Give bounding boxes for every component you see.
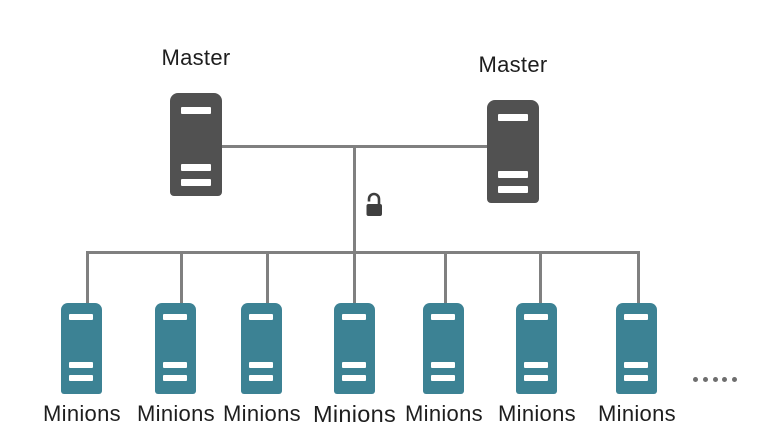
server-tower-icon xyxy=(487,100,539,203)
server-slot-bar xyxy=(431,362,456,368)
master-label: Master xyxy=(161,45,231,70)
server-slot-bar xyxy=(498,186,528,193)
server-slot-bar xyxy=(249,314,274,320)
master-label: Master xyxy=(478,52,548,77)
minion-node-1: Minions xyxy=(43,303,121,427)
server-slot-bar xyxy=(163,362,188,368)
server-slot-bar xyxy=(69,314,94,320)
server-slot-bar xyxy=(181,107,211,114)
server-slot-bar xyxy=(498,114,528,121)
server-slot-bar xyxy=(342,314,367,320)
master-node-1: Master xyxy=(136,45,256,196)
connector-drop-7 xyxy=(637,251,640,303)
minion-node-7: Minions xyxy=(598,303,676,427)
server-slot-bar xyxy=(69,375,94,381)
server-tower-icon xyxy=(616,303,658,394)
minion-label: Minions xyxy=(598,401,676,426)
server-tower-icon xyxy=(423,303,465,394)
server-tower-icon xyxy=(61,303,103,394)
connector-drop-6 xyxy=(539,251,542,303)
ellipsis-dot xyxy=(693,377,698,382)
minion-label: Minions xyxy=(43,401,121,426)
minion-label: Minions xyxy=(405,401,483,426)
minion-node-5: Minions xyxy=(405,303,483,427)
server-slot-bar xyxy=(624,362,649,368)
server-slot-bar xyxy=(249,362,274,368)
connector-drop-1 xyxy=(86,251,89,303)
ellipsis-dot xyxy=(712,377,718,382)
server-slot-bar xyxy=(181,164,211,171)
ellipsis-dot xyxy=(722,377,728,382)
server-tower-icon xyxy=(334,303,376,394)
connector-drop-3 xyxy=(266,251,269,303)
master-node-2: Master xyxy=(453,52,573,203)
open-padlock-icon xyxy=(366,192,382,216)
connector-minion-bus xyxy=(86,251,640,254)
server-tower-icon xyxy=(170,93,222,196)
server-slot-bar xyxy=(524,362,549,368)
server-slot-bar xyxy=(498,171,528,178)
server-slot-bar xyxy=(163,375,188,381)
server-slot-bar xyxy=(342,375,367,381)
server-slot-bar xyxy=(69,362,94,368)
server-slot-bar xyxy=(524,314,549,320)
server-slot-bar xyxy=(624,375,649,381)
minion-node-4: Minions xyxy=(313,303,396,427)
minion-node-3: Minions xyxy=(223,303,301,427)
minion-label: Minions xyxy=(498,401,576,426)
minion-label: Minions xyxy=(313,401,397,427)
server-slot-bar xyxy=(431,375,456,381)
server-slot-bar xyxy=(342,362,367,368)
connector-drop-2 xyxy=(180,251,183,303)
server-tower-icon xyxy=(241,303,283,394)
server-tower-icon xyxy=(516,303,558,394)
minion-label: Minions xyxy=(137,401,215,426)
server-slot-bar xyxy=(524,375,549,381)
connector-trunk xyxy=(353,145,356,303)
ellipsis-dot xyxy=(732,377,738,382)
server-slot-bar xyxy=(249,375,274,381)
minion-label: Minions xyxy=(223,401,301,426)
minion-node-2: Minions xyxy=(137,303,215,427)
server-slot-bar xyxy=(624,314,649,320)
server-tower-icon xyxy=(155,303,197,394)
server-slot-bar xyxy=(163,314,188,320)
ellipsis-dot xyxy=(702,377,708,382)
ellipsis-dots-icon xyxy=(693,377,738,382)
connector-drop-5 xyxy=(444,251,447,303)
minion-node-6: Minions xyxy=(498,303,576,427)
server-slot-bar xyxy=(181,179,211,186)
server-slot-bar xyxy=(431,314,456,320)
